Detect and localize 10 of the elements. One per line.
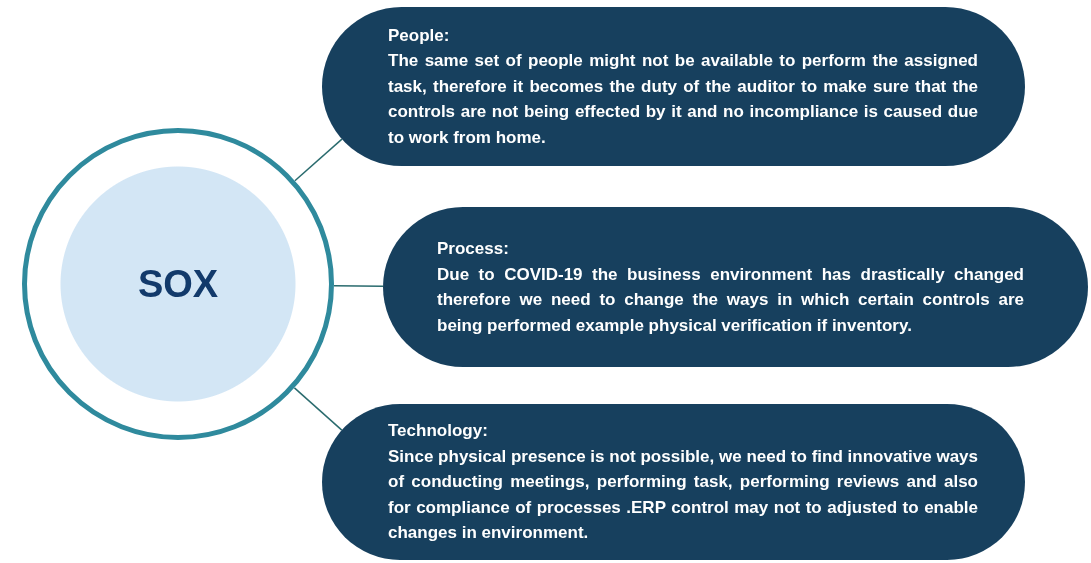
- description: The same set of people might not be available to perform the assigned task, therefore it becomes the duty of the auditor to make sure that the controls are not being effected by it and no incompliance is caused due to work from home.: [388, 50, 978, 149]
- connector-line: [333, 284, 384, 287]
- connector-line: [293, 387, 343, 431]
- heading: Process:: [437, 238, 510, 260]
- connector-line: [294, 138, 343, 182]
- topic-label: SOX: [137, 262, 219, 306]
- heading: People:: [388, 24, 451, 47]
- description: Due to COVID-19 the business environment has drastically changed therefore we need to change the ways in which certain controls are being performed example physical verification if inventory.: [437, 263, 1024, 337]
- description: Since physical presence is not possible, we need to find innovative ways of conducting meetings, performing task, performing reviews and also for compliance of processes .ERP control may not to adjusted to enable changes in environment.: [388, 445, 978, 545]
- heading: Technology:: [388, 420, 489, 443]
